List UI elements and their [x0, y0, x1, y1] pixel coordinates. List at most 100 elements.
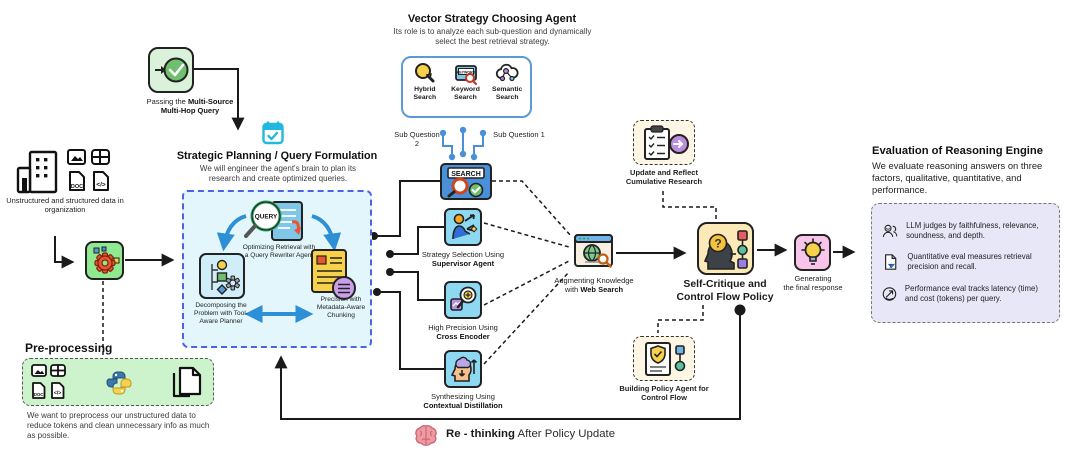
- documents-icon: [172, 366, 202, 398]
- supervisor-node: [444, 208, 482, 246]
- query-rewriter-icon: QUERY: [244, 200, 303, 241]
- keyword-search-item: KEYWORD Keyword Search: [445, 62, 487, 114]
- strategic-desc: We will engineer the agent's brain to pl…: [199, 164, 357, 183]
- distillation-label-line2: Contextual Distillation: [423, 401, 503, 411]
- calendar-check-icon: [262, 121, 284, 145]
- generate-response-node: [794, 234, 831, 271]
- contextual-distillation-icon: [450, 356, 478, 382]
- org-data-node: DOC </>: [16, 148, 124, 194]
- supervisor-label-line2: Supervisor Agent: [431, 259, 495, 269]
- self-critique-icon: ?: [703, 229, 748, 270]
- web-search-label-line1: Augmenting Knowledge: [554, 276, 634, 285]
- evaluation-title: Evaluation of Reasoning Engine: [872, 145, 1043, 157]
- brain-icon: [413, 424, 439, 447]
- rethinking-label-bold: Re - thinking: [446, 428, 515, 440]
- link-planning-to-cross: [390, 271, 444, 301]
- cumulative-research-icon: [644, 124, 689, 160]
- web-search-node: [573, 232, 614, 273]
- update-reflect-node: [633, 120, 695, 165]
- svg-text:KEYWORD: KEYWORD: [456, 70, 475, 74]
- vector-strategies-box: Hybrid Search KEYWORD Keyword Search Sem…: [401, 56, 532, 118]
- web-search-label-line2bold: Web Search: [580, 285, 624, 295]
- table-file-icon: [91, 149, 110, 165]
- update-reflect-label: Update and Reflect Cumulative Research: [625, 168, 703, 187]
- self-critique-label: Self-Critique and Control Flow Policy: [676, 279, 774, 303]
- eval-item-quantitative: Quantitative eval measures retrieval pre…: [882, 250, 1049, 274]
- web-search-icon: [574, 234, 613, 268]
- hybrid-search-icon: [414, 63, 435, 83]
- supervisor-label-line1: Strategy Selection Using: [421, 250, 505, 259]
- code-file-icon: </>: [93, 171, 109, 191]
- web-search-label: Augmenting Knowledge with Web Search: [538, 276, 650, 295]
- evaluation-box: LLM judges by faithfulness, relevance, s…: [871, 203, 1060, 323]
- dash-update-to-critique: [662, 191, 717, 219]
- clean-docs-node: [168, 364, 206, 400]
- svg-text:DOC: DOC: [34, 392, 45, 397]
- subq1-connector: [473, 134, 484, 156]
- self-critique-node: ?: [697, 222, 754, 275]
- hybrid-search-item: Hybrid Search: [405, 62, 445, 114]
- ingest-gear-node: [85, 241, 124, 280]
- building-and-files-icon: DOC </>: [16, 149, 110, 194]
- svg-text:</>: </>: [54, 391, 62, 397]
- generate-response-label: Generating the final response: [776, 274, 850, 293]
- strategic-title: Strategic Planning / Query Formulation: [176, 150, 378, 162]
- cross-encoder-label-line2: Cross Encoder: [436, 332, 490, 342]
- decomposing-label: Decomposing the Problem with Tool-Aware …: [193, 302, 249, 325]
- curve-arrow-right: [311, 214, 342, 252]
- supervisor-label: Strategy Selection Using Supervisor Agen…: [413, 250, 513, 269]
- semantic-search-label: Semantic Search: [492, 86, 523, 102]
- cross-encoder-node: [444, 281, 482, 319]
- generate-response-line1: Generating: [794, 274, 832, 283]
- precision-label: Precision with Metadata-Aware Chunking: [316, 296, 366, 319]
- keyword-search-icon: KEYWORD: [454, 65, 477, 86]
- dash-search-to-web: [492, 180, 572, 237]
- link-planning-to-search: [374, 180, 440, 237]
- eval-item-performance-text: Performance eval tracks latency (time) a…: [904, 283, 1038, 303]
- optimizing-label: Optimizing Retrieval with a Query Rewrit…: [242, 244, 316, 259]
- subq2-connector: [442, 134, 453, 156]
- python-icon: [106, 371, 132, 395]
- arrow-orgdata-to-gear: [54, 236, 75, 269]
- image-file-icon: [67, 149, 86, 165]
- semantic-search-icon: [496, 63, 519, 82]
- tool-aware-planner-icon: [199, 253, 245, 299]
- cross-encoder-label-line1: High Precision Using: [428, 323, 498, 332]
- evaluation-desc: We evaluate reasoning answers on three f…: [872, 160, 1043, 196]
- generate-response-line2: the final response: [783, 283, 843, 293]
- policy-agent-node: [633, 336, 695, 381]
- curve-arrow-left: [216, 214, 247, 252]
- web-search-label-line2pre: with: [564, 285, 579, 295]
- llm-judges-icon: [882, 224, 898, 238]
- rethinking-label: Re - thinking After Policy Update: [446, 428, 615, 440]
- distillation-label-line1: Synthesizing Using: [431, 392, 495, 401]
- metadata-chunking-icon: [311, 249, 356, 300]
- strategic-inner-graphics: QUERY: [199, 200, 356, 323]
- svg-text:</>: </>: [96, 182, 106, 189]
- distillation-label: Synthesizing Using Contextual Distillati…: [411, 392, 515, 411]
- eval-item-llm-judges-text: LLM judges by faithfulness, relevance, s…: [906, 220, 1039, 240]
- python-node: [104, 368, 134, 398]
- cross-encoder-label: High Precision Using Cross Encoder: [419, 323, 507, 342]
- sub-question-1-label: Sub Question 1: [493, 130, 545, 139]
- distillation-node: [444, 350, 482, 388]
- svg-text:?: ?: [714, 236, 721, 250]
- passing-query-label: Passing the Multi-Source Multi-Hop Query: [100, 97, 280, 116]
- org-data-label: Unstructured and structured data in orga…: [6, 196, 124, 215]
- input-files-icon: DOC </>: [31, 364, 66, 399]
- preprocessing-desc: We want to preprocess our unstructured d…: [27, 411, 210, 440]
- eval-item-quantitative-text: Quantitative eval measures retrieval pre…: [907, 251, 1032, 271]
- eval-item-llm-judges: LLM judges by faithfulness, relevance, s…: [882, 220, 1049, 242]
- performance-eval-icon: [882, 287, 897, 301]
- svg-text:DOC: DOC: [71, 184, 83, 190]
- passing-query-label-pre: Passing the: [146, 97, 186, 106]
- vector-agent-title: Vector Strategy Choosing Agent: [407, 13, 577, 25]
- gear-icon: [93, 246, 119, 274]
- lightbulb-icon: [800, 237, 825, 265]
- preprocessing-title: Pre-processing: [25, 341, 113, 355]
- rethinking-label-rest: After Policy Update: [517, 428, 616, 440]
- cross-encoder-icon: [450, 286, 477, 311]
- check-arrow-icon: [155, 57, 189, 83]
- calendar-node: [262, 120, 284, 145]
